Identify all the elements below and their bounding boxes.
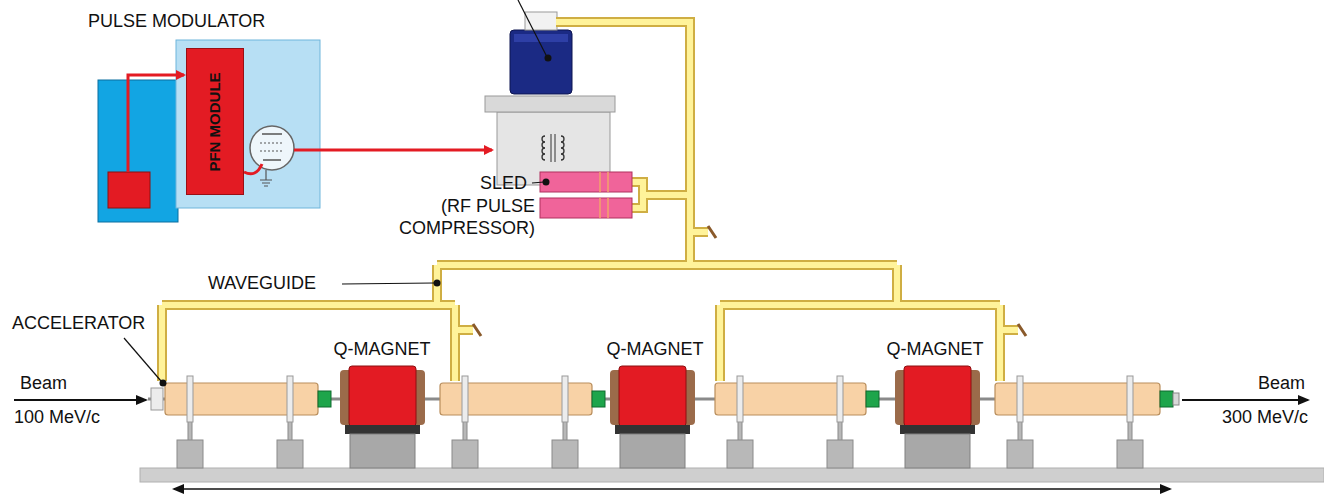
waveguide-load [473, 226, 1026, 336]
leader-dot [160, 380, 167, 387]
part-label: ACCELERATOR [12, 312, 145, 334]
flange-ring [562, 376, 568, 422]
end-flange [1173, 393, 1179, 405]
magnet-stand [620, 434, 685, 468]
momentum-label: 300 MeV/c [1222, 406, 1308, 428]
beam-arrow [14, 399, 146, 401]
pulse-wire [294, 149, 492, 152]
klystron-plate [485, 96, 615, 112]
length-arrow [174, 488, 1170, 490]
flange-ring [737, 376, 743, 422]
magnet-stand [350, 434, 415, 468]
flange-ring [187, 376, 193, 422]
magnet-label: Q-MAGNET [595, 338, 715, 360]
flange-ring [1017, 376, 1023, 422]
waveguide-outline [162, 22, 1018, 381]
leader-line [532, 182, 544, 183]
floor-bar [140, 468, 1324, 482]
flange-ring [287, 376, 293, 422]
leader-line [124, 338, 161, 381]
stand-block [177, 440, 203, 468]
stand-block [1007, 440, 1033, 468]
coupler [1160, 391, 1173, 407]
part-label: SLED [455, 172, 527, 194]
sled-cavity [540, 172, 632, 192]
transformer-coil [561, 136, 564, 160]
stand-block [277, 440, 303, 468]
thyratron-plate [262, 133, 282, 135]
charge-wire [128, 75, 184, 172]
leader-line [518, 0, 547, 57]
beam-label: Beam [20, 372, 67, 394]
stand-block [727, 440, 753, 468]
magnet-base [900, 425, 975, 434]
momentum-label: 100 MeV/c [14, 406, 100, 428]
modulator-box: PFN MODULEPULSE MODULATOR [176, 40, 320, 208]
magnet-coil [349, 366, 416, 426]
magnet-label: Q-MAGNET [322, 338, 442, 360]
thyratron-cathode [263, 159, 281, 161]
leader-dot [543, 179, 550, 186]
leader-dot [434, 280, 441, 287]
magnet-coil [904, 366, 971, 426]
beam-arrow [1182, 399, 1308, 401]
stand-block [827, 440, 853, 468]
part-label: (RF PULSE COMPRESSOR) [385, 195, 535, 239]
thyratron-symbol [250, 126, 294, 170]
end-flange [151, 388, 163, 410]
klystron-body [510, 30, 572, 94]
module-label: PFN MODULE [206, 72, 224, 171]
magnet-stand [905, 434, 970, 468]
sled-stripe [600, 172, 608, 218]
magnet-coil [619, 366, 686, 426]
magnet-label: Q-MAGNET [875, 338, 995, 360]
thyratron-grid [260, 143, 284, 144]
flange-ring [462, 376, 468, 422]
stand-block [1117, 440, 1143, 468]
flange-ring [837, 376, 843, 422]
green-couplers [318, 391, 1173, 407]
modulator-box [176, 40, 320, 208]
pfn-module-box: PFN MODULE [186, 48, 244, 195]
q-magnets [340, 366, 980, 468]
coupler [592, 391, 605, 407]
leader-dot [545, 55, 552, 62]
coupler [866, 391, 879, 407]
waveguide [162, 22, 1018, 381]
pulse-wire [244, 164, 262, 174]
transformer-core [551, 134, 555, 162]
section-heading: PULSE MODULATOR [88, 10, 265, 32]
leader-line [342, 283, 434, 284]
stand-block [452, 440, 478, 468]
magnet-base [615, 425, 690, 434]
ground-symbol [260, 170, 272, 186]
flange-ring [1127, 376, 1133, 422]
part-label: WAVEGUIDE [208, 272, 316, 294]
power-supply-box [98, 80, 178, 222]
klystron-band [514, 34, 568, 42]
sled-cavity [540, 198, 632, 218]
klystron-cap [525, 12, 557, 30]
coupler [318, 391, 331, 407]
thyratron-grid [260, 151, 284, 152]
magnet-base [345, 425, 420, 434]
beam-label: Beam [1258, 372, 1305, 394]
charger-block [108, 172, 150, 208]
transformer-coil [542, 136, 545, 160]
stand-block [552, 440, 578, 468]
